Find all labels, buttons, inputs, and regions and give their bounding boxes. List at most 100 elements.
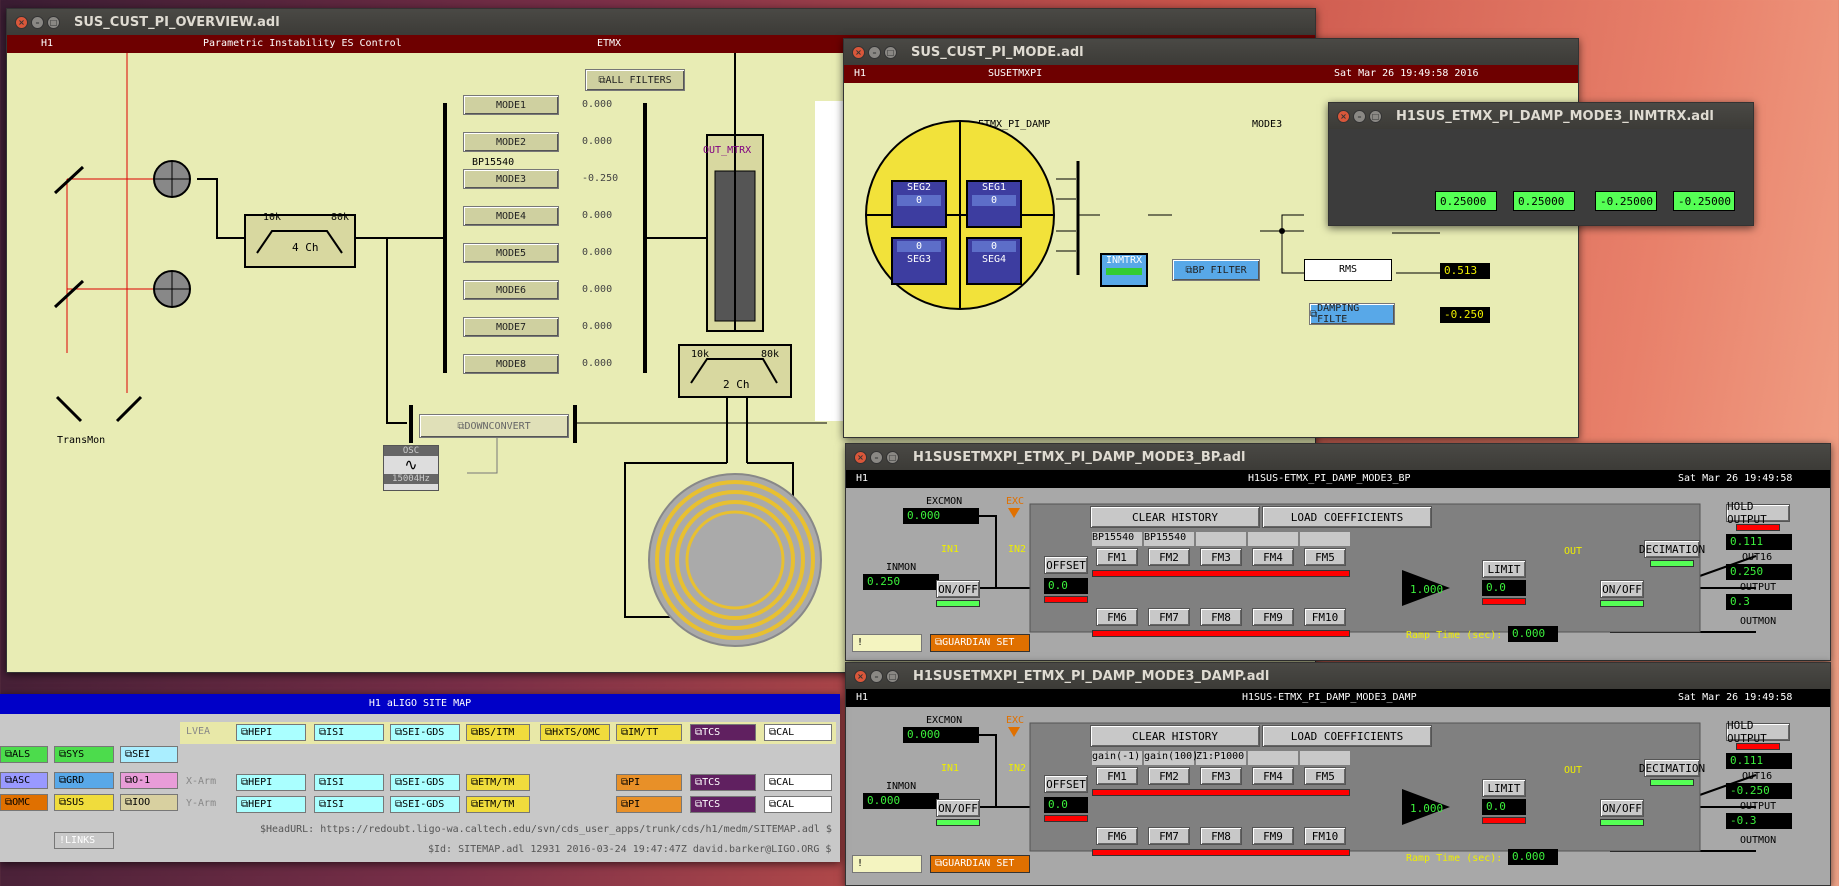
hold-output-button[interactable]: HOLD OUTPUT [1726, 500, 1790, 526]
hold-output-button[interactable]: HOLD OUTPUT [1726, 719, 1790, 745]
fm10-button[interactable]: FM10 [1304, 827, 1346, 845]
minimize-icon[interactable]: – [1353, 109, 1366, 123]
sitemap-button[interactable]: ⧉CAL [764, 774, 832, 791]
output-onoff-button[interactable]: ON/OFF [1600, 799, 1644, 817]
title-bar[interactable]: ×–□H1SUSETMXPI_ETMX_PI_DAMP_MODE3_BP.adl [846, 444, 1830, 470]
sitemap-button[interactable]: ⧉SEI-GDS [390, 796, 460, 813]
minimize-icon[interactable]: – [31, 15, 44, 29]
maximize-icon[interactable]: □ [884, 45, 897, 59]
sitemap-button[interactable]: ⧉ALS [0, 746, 48, 763]
fm3-button[interactable]: FM3 [1200, 548, 1242, 566]
fm4-button[interactable]: FM4 [1252, 548, 1294, 566]
minimize-icon[interactable]: – [870, 669, 883, 683]
sitemap-button[interactable]: ⧉ETM/TM [466, 796, 530, 813]
matrix-entry[interactable]: -0.25000 [1673, 191, 1735, 211]
gain-value[interactable]: 1.000 [1410, 802, 1444, 815]
guardian-set-button[interactable]: ⧉GUARDIAN SET [930, 634, 1030, 652]
maximize-icon[interactable]: □ [886, 669, 899, 683]
sitemap-button[interactable]: ⧉ETM/TM [466, 774, 530, 791]
fm1-button[interactable]: FM1 [1096, 767, 1138, 785]
close-icon[interactable]: × [852, 45, 865, 59]
offset-value[interactable]: 0.0 [1044, 578, 1088, 594]
fm5-button[interactable]: FM5 [1304, 767, 1346, 785]
limit-button[interactable]: LIMIT [1482, 560, 1526, 578]
sitemap-button[interactable]: ⧉SYS [54, 746, 114, 763]
fm5-button[interactable]: FM5 [1304, 548, 1346, 566]
maximize-icon[interactable]: □ [47, 15, 60, 29]
matrix-entry[interactable]: 0.25000 [1513, 191, 1575, 211]
clear-history-button[interactable]: CLEAR HISTORY [1090, 725, 1260, 747]
fm8-button[interactable]: FM8 [1200, 608, 1242, 626]
fm6-button[interactable]: FM6 [1096, 827, 1138, 845]
mode-button[interactable]: MODE5 [463, 243, 559, 263]
title-bar[interactable]: ×–□SUS_CUST_PI_MODE.adl [844, 39, 1578, 65]
sitemap-button[interactable]: ⧉ISI [314, 724, 384, 741]
fm3-button[interactable]: FM3 [1200, 767, 1242, 785]
offset-button[interactable]: OFFSET [1044, 556, 1088, 574]
fm9-button[interactable]: FM9 [1252, 608, 1294, 626]
maximize-icon[interactable]: □ [886, 450, 899, 464]
sitemap-button[interactable]: ⧉ASC [0, 772, 48, 789]
decimation-button[interactable]: DECIMATION [1639, 540, 1705, 558]
fm2-button[interactable]: FM2 [1148, 767, 1190, 785]
sitemap-button[interactable]: ⧉PI [616, 796, 682, 813]
sitemap-button[interactable]: ⧉HxTS/OMC [540, 724, 610, 741]
ramp-time-value[interactable]: 0.000 [1508, 626, 1558, 642]
mode-button[interactable]: MODE4 [463, 206, 559, 226]
links-button[interactable]: !LINKS [54, 832, 114, 849]
matrix-entry[interactable]: -0.25000 [1595, 191, 1657, 211]
limit-value[interactable]: 0.0 [1482, 580, 1526, 596]
mode-button[interactable]: MODE6 [463, 280, 559, 300]
sitemap-button[interactable]: ⧉ISI [314, 774, 384, 791]
fm4-button[interactable]: FM4 [1252, 767, 1294, 785]
mode-button[interactable]: MODE3 [463, 169, 559, 189]
fm7-button[interactable]: FM7 [1148, 827, 1190, 845]
mode-button[interactable]: MODE2 [463, 132, 559, 152]
gain-value[interactable]: 1.000 [1410, 583, 1444, 596]
sitemap-button[interactable]: ⧉O-1 [120, 772, 178, 789]
fm1-button[interactable]: FM1 [1096, 548, 1138, 566]
input-onoff-button[interactable]: ON/OFF [936, 799, 980, 817]
load-coefficients-button[interactable]: LOAD COEFFICIENTS [1262, 506, 1432, 528]
fm9-button[interactable]: FM9 [1252, 827, 1294, 845]
minimize-icon[interactable]: – [870, 450, 883, 464]
sitemap-button[interactable]: ⧉TCS [690, 724, 756, 741]
clear-history-button[interactable]: CLEAR HISTORY [1090, 506, 1260, 528]
fm6-button[interactable]: FM6 [1096, 608, 1138, 626]
close-icon[interactable]: × [854, 450, 867, 464]
sitemap-button[interactable]: ⧉SEI-GDS [390, 774, 460, 791]
sitemap-button[interactable]: ⧉TCS [690, 774, 756, 791]
sitemap-button[interactable]: ⧉SUS [54, 794, 114, 811]
sitemap-button[interactable]: ⧉HEPI [236, 724, 306, 741]
sitemap-button[interactable]: ⧉TCS [690, 796, 756, 813]
sitemap-button[interactable]: ⧉HEPI [236, 774, 306, 791]
bp-filter-button[interactable]: ⧉BP FILTER [1172, 259, 1260, 281]
close-icon[interactable]: × [854, 669, 867, 683]
sitemap-button[interactable]: ⧉SEI-GDS [390, 724, 460, 741]
mode-button[interactable]: MODE8 [463, 354, 559, 374]
maximize-icon[interactable]: □ [1369, 109, 1382, 123]
fm10-button[interactable]: FM10 [1304, 608, 1346, 626]
sitemap-button[interactable]: ⧉CAL [764, 796, 832, 813]
sitemap-button[interactable]: ⧉PI [616, 774, 682, 791]
sitemap-button[interactable]: ⧉OMC [0, 794, 48, 811]
sitemap-button[interactable]: ⧉IOO [120, 794, 178, 811]
sitemap-button[interactable]: ⧉ISI [314, 796, 384, 813]
sitemap-button[interactable]: ⧉HEPI [236, 796, 306, 813]
decimation-button[interactable]: DECIMATION [1639, 759, 1705, 777]
ramp-time-value[interactable]: 0.000 [1508, 849, 1558, 865]
guardian-set-button[interactable]: ⧉GUARDIAN SET [930, 855, 1030, 873]
mode-button[interactable]: MODE7 [463, 317, 559, 337]
matrix-entry[interactable]: 0.25000 [1435, 191, 1497, 211]
offset-value[interactable]: 0.0 [1044, 797, 1088, 813]
mode-button[interactable]: MODE1 [463, 95, 559, 115]
fm7-button[interactable]: FM7 [1148, 608, 1190, 626]
title-bar[interactable]: ×–□H1SUS_ETMX_PI_DAMP_MODE3_INMTRX.adl [1329, 103, 1753, 129]
sitemap-button[interactable]: ⧉CAL [764, 724, 832, 741]
offset-button[interactable]: OFFSET [1044, 775, 1088, 793]
close-icon[interactable]: × [15, 15, 28, 29]
fm2-button[interactable]: FM2 [1148, 548, 1190, 566]
